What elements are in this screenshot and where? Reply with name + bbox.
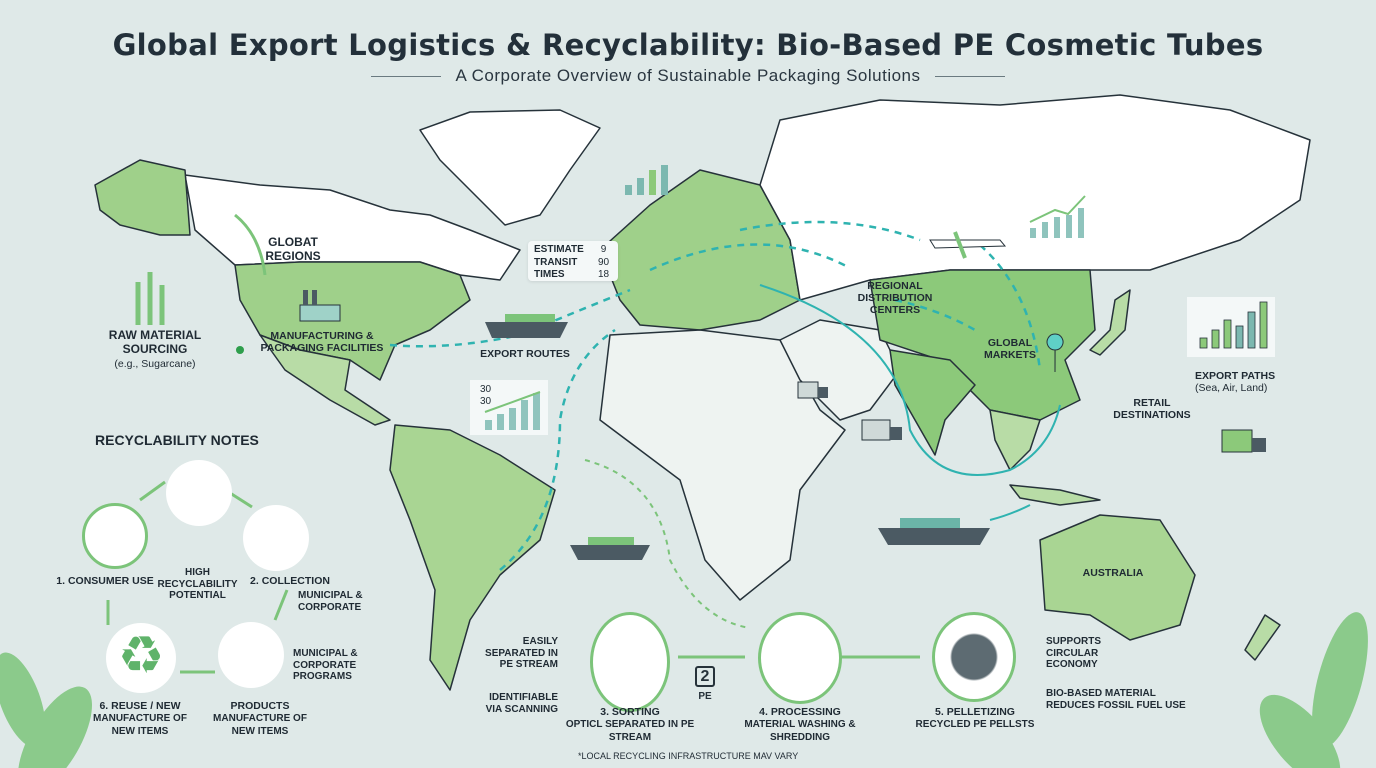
tube-icon xyxy=(166,460,232,526)
note-programs: Municipal & Corporate Programs xyxy=(293,648,358,682)
mini-bar-chart xyxy=(1187,297,1275,357)
sugarcane-icon xyxy=(135,272,165,325)
products-note: Manufacture of New Items xyxy=(213,713,307,737)
step-processing: 4. ProcessingMaterial Washing & Shreddin… xyxy=(730,706,870,743)
australia xyxy=(1039,514,1196,641)
greenland xyxy=(419,109,601,226)
recycle-bin-icon xyxy=(243,505,309,571)
resin-code: 2 xyxy=(694,666,716,687)
pelletizing-text: 5. Pelletizing xyxy=(935,706,1015,718)
raw-material-example: (e.g., Sugarcane) xyxy=(114,357,196,370)
transit-value: 18 xyxy=(598,269,610,280)
export-paths-text: Export Paths xyxy=(1195,370,1276,382)
location-dot xyxy=(236,346,244,354)
processing-note: Material Washing & Shredding xyxy=(744,719,856,743)
southeast-asia xyxy=(989,409,1041,471)
label-export-paths: Export Paths(Sea, Air, Land) xyxy=(1195,370,1305,394)
truck-icon xyxy=(797,381,828,399)
step-sorting: 3. SortingOpticl Separated in PE Stream xyxy=(560,706,700,743)
label-australia: Australia xyxy=(1082,567,1144,579)
map-pin-icon xyxy=(1046,333,1064,373)
consumer-use-tube-icon xyxy=(82,503,148,569)
resin-label: PE xyxy=(698,691,712,703)
new-zealand xyxy=(1244,614,1281,661)
chart-tick: 30 xyxy=(480,396,492,407)
label-manufacturing: Manufacturing & Packaging Facilities xyxy=(260,330,384,355)
export-paths-modes: (Sea, Air, Land) xyxy=(1195,382,1268,395)
processing-text: 4. Processing xyxy=(759,706,841,718)
factory-icon xyxy=(299,290,341,322)
label-global-markets: Global Markets xyxy=(984,337,1036,362)
indonesia xyxy=(1009,484,1101,506)
cargo-ship-icon xyxy=(878,518,990,545)
note-circular: Supports Circular Economy xyxy=(1046,636,1102,670)
cargo-ship-icon xyxy=(485,314,568,338)
label-regional-distribution: Regional Distribution Centers xyxy=(857,280,933,317)
transit-line: Times xyxy=(534,269,565,280)
chart-tick: 30 xyxy=(480,384,492,395)
label-retail-destinations: Retail Destinations xyxy=(1113,397,1191,422)
note-easily-separated: Easily Separated in PE Stream xyxy=(485,636,558,670)
step-reuse: 6. Reuse / NewManufacture of New Items xyxy=(90,700,190,737)
step-consumer-use: 1. Consumer Use xyxy=(56,575,154,587)
mini-bar-chart xyxy=(1029,195,1086,238)
truck-icon xyxy=(861,419,902,441)
page-subtitle: A Corporate Overview of Sustainable Pack… xyxy=(0,66,1376,86)
transit-line: Estimate xyxy=(534,244,584,255)
sorting-machine-icon xyxy=(590,612,670,712)
reuse-text: 6. Reuse / New xyxy=(99,700,181,712)
leaves-decoration xyxy=(0,612,1368,768)
truck-icon xyxy=(1221,429,1266,453)
page-title: Global Export Logistics & Recyclability:… xyxy=(112,28,1264,62)
products-text: Products xyxy=(230,700,290,712)
step-collection: 2. Collection xyxy=(250,575,330,587)
note-high-recyclability: High Recyclability Potential xyxy=(157,567,238,601)
mini-bar-chart xyxy=(625,165,668,195)
transit-value: 90 xyxy=(598,256,610,268)
recyclability-title: Recyclability Notes xyxy=(95,432,259,448)
step-pelletizing: 5. PelletizingRecycled PE Pellsts xyxy=(905,706,1045,731)
usa xyxy=(234,261,471,381)
note-bio-based: Bio-Based Material Reduces Fossil Fuel U… xyxy=(1046,688,1186,711)
alaska xyxy=(94,159,191,236)
reuse-note: Manufacture of New Items xyxy=(93,713,187,737)
note-collection: Municipal & Corporate xyxy=(298,590,363,613)
processing-icon xyxy=(758,612,842,704)
label-raw-material: Raw Material Sourcing(e.g., Sugarcane) xyxy=(100,328,210,370)
transit-line: Transit xyxy=(534,256,578,268)
tubes-icon xyxy=(218,622,284,688)
note-identifiable: Identifiable via Scanning xyxy=(485,692,558,715)
recycle-icon: ♻ xyxy=(106,623,176,693)
raw-material-text: Raw Material Sourcing xyxy=(108,328,202,356)
label-global-regions: Globat Regions xyxy=(265,235,321,263)
india xyxy=(889,349,976,456)
step-products: ProductsManufacture of New Items xyxy=(210,700,310,737)
cycle-arrows xyxy=(106,480,920,674)
japan xyxy=(1089,289,1131,356)
pelletizing-note: Recycled PE Pellsts xyxy=(915,719,1035,731)
transit-value: 9 xyxy=(600,244,607,255)
cargo-ship-icon xyxy=(570,537,650,560)
footnote: *Local Recycling Infrastructure Mav Vary xyxy=(578,751,799,761)
mexico xyxy=(259,334,391,426)
south-america xyxy=(389,424,556,691)
asia-north xyxy=(759,94,1311,301)
airplane-icon xyxy=(929,231,1007,259)
label-export-routes: Export Routes xyxy=(480,348,570,360)
pellets-icon xyxy=(932,612,1016,702)
sorting-note: Opticl Separated in PE Stream xyxy=(565,719,695,743)
mini-bar-chart xyxy=(470,380,548,435)
sorting-text: 3. Sorting xyxy=(600,706,660,718)
